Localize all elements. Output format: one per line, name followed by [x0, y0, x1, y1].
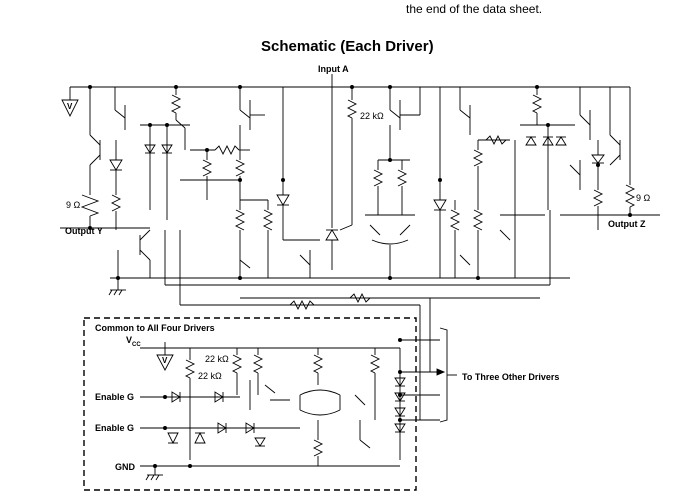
- label-to-other-drivers: To Three Other Drivers: [462, 372, 560, 382]
- common-driver-box: [83, 317, 417, 491]
- label-22k-a: 22 kΩ: [205, 354, 229, 364]
- label-common-box: Common to All Four Drivers: [95, 323, 215, 333]
- resistor-9-right: [624, 184, 636, 208]
- diode-left-1: [109, 159, 123, 171]
- label-v-symbol-left: V: [67, 102, 73, 111]
- header-note: the end of the data sheet.: [406, 2, 543, 16]
- label-output-z: Output Z: [608, 219, 646, 229]
- label-vcc: VCC: [126, 335, 141, 348]
- label-v-symbol-common: V: [162, 356, 168, 365]
- label-22k-b: 22 kΩ: [198, 371, 222, 381]
- label-9ohm-left: 9 Ω: [66, 200, 81, 210]
- resistor-9-left: [80, 194, 100, 217]
- label-enable-g1: Enable G: [95, 392, 135, 402]
- label-output-y: Output Y: [65, 226, 103, 236]
- page-title: Schematic (Each Driver): [261, 38, 434, 55]
- vcc-symbol-left: [61, 99, 79, 118]
- label-22k-top: 22 kΩ: [360, 111, 384, 121]
- label-input-a: Input A: [318, 64, 349, 74]
- label-enable-g2: Enable G: [95, 423, 135, 433]
- label-gnd: GND: [115, 462, 135, 472]
- vcc-symbol-common: [156, 354, 174, 371]
- label-9ohm-right: 9 Ω: [636, 193, 651, 203]
